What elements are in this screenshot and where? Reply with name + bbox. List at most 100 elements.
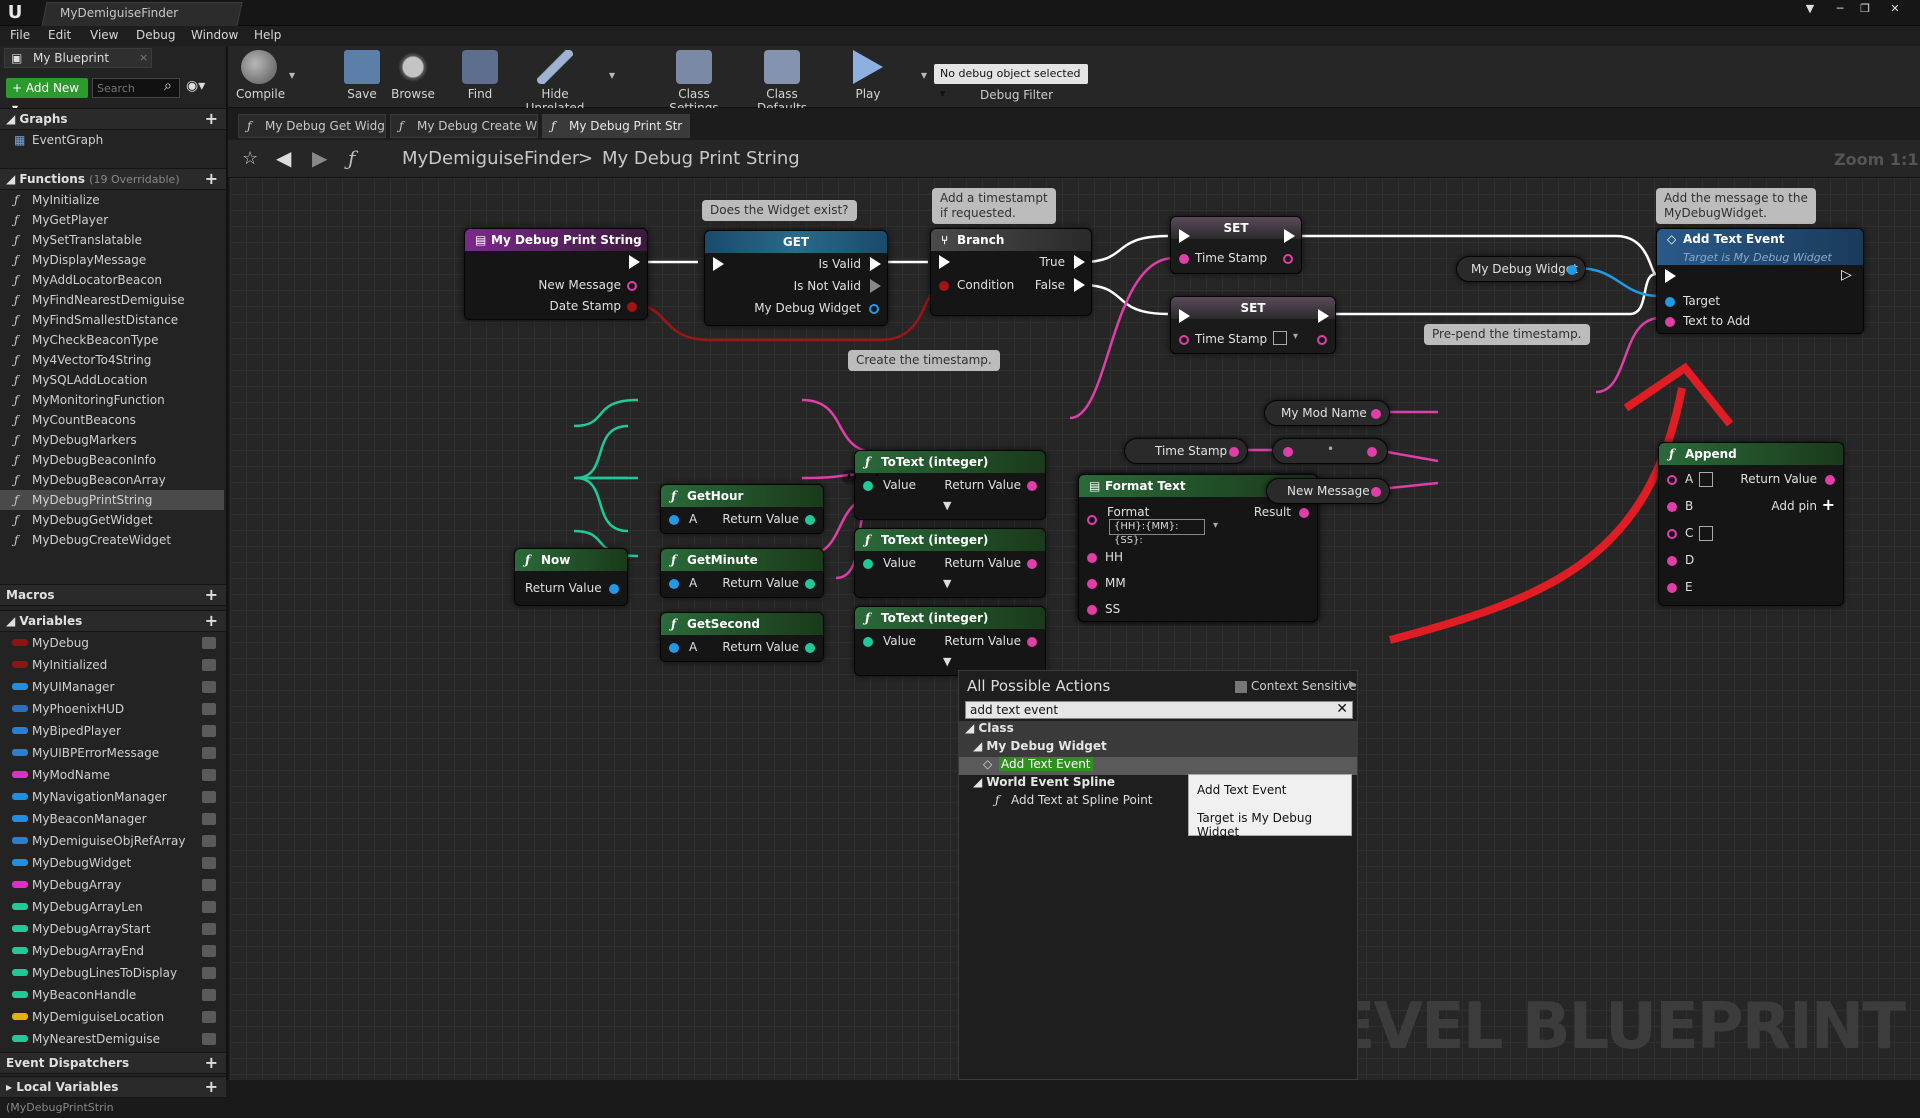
- a-in-pin[interactable]: [669, 515, 679, 525]
- a-value-box[interactable]: [1699, 472, 1713, 487]
- all-possible-actions-menu[interactable]: All Possible Actions Context Sensitive ▶…: [958, 670, 1358, 1080]
- menu-window[interactable]: Window: [191, 28, 239, 42]
- visibility-eye-icon[interactable]: [202, 1033, 216, 1045]
- get-node[interactable]: GET Is Valid Is Not Valid My Debug Widge…: [704, 230, 888, 326]
- set-time-stamp-empty-node[interactable]: SET Time Stamp ▾: [1170, 296, 1336, 354]
- visibility-eye-icon[interactable]: [202, 857, 216, 869]
- time-stamp-in-pin[interactable]: [1179, 335, 1189, 345]
- add-local-variable-icon[interactable]: +: [204, 1077, 218, 1096]
- search-icon[interactable]: ⌕: [164, 78, 172, 94]
- graphs-header[interactable]: ◢ Graphs+: [0, 108, 226, 130]
- comment-add-message[interactable]: Add the message to the MyDebugWidget.: [1656, 188, 1816, 224]
- visibility-eye-icon[interactable]: [202, 681, 216, 693]
- variable-item[interactable]: MyNavigationManager: [0, 786, 224, 808]
- functions-header[interactable]: ◢ Functions (19 Overridable)+: [0, 168, 226, 190]
- add-pin-icon[interactable]: +: [1821, 495, 1835, 514]
- a-in-pin[interactable]: [669, 579, 679, 589]
- category-world-event-spline[interactable]: ◢ World Event Spline: [973, 775, 1116, 789]
- macros-header[interactable]: Macros+: [0, 584, 226, 606]
- visibility-eye-icon[interactable]: [202, 967, 216, 979]
- reroute-out-pin[interactable]: [1367, 447, 1377, 457]
- variable-item[interactable]: MyDebugLinesToDisplay: [0, 962, 224, 984]
- datetime-out-pin[interactable]: [609, 584, 619, 594]
- variable-item[interactable]: MyDebug: [0, 632, 224, 654]
- text-to-add-pin[interactable]: [1665, 317, 1675, 327]
- result-out-pin[interactable]: [1299, 508, 1309, 518]
- class-settings-button[interactable]: Class Settings: [652, 50, 736, 115]
- expand-arrow-icon[interactable]: ▼: [943, 655, 952, 668]
- comment-prepend[interactable]: Pre-pend the timestamp.: [1424, 324, 1590, 345]
- visibility-eye-icon[interactable]: [202, 901, 216, 913]
- value-in-pin[interactable]: [863, 559, 873, 569]
- visibility-eye-icon[interactable]: [202, 791, 216, 803]
- branch-node[interactable]: ⑂Branch Condition True False: [930, 228, 1092, 316]
- variable-item[interactable]: MyDebugArrayStart: [0, 918, 224, 940]
- variable-item[interactable]: MyInitialized: [0, 654, 224, 676]
- add-macro-icon[interactable]: +: [204, 585, 218, 604]
- visibility-eye-icon[interactable]: [202, 769, 216, 781]
- exec-in-pin[interactable]: [713, 257, 724, 271]
- menu-debug[interactable]: Debug: [136, 28, 176, 42]
- forward-arrow-icon[interactable]: ▶: [312, 146, 328, 170]
- expand-arrow-icon[interactable]: ▼: [943, 577, 952, 590]
- favorite-star-icon[interactable]: ☆: [242, 148, 259, 169]
- mm-in-pin[interactable]: [1087, 579, 1097, 589]
- ss-in-pin[interactable]: [1087, 605, 1097, 615]
- expand-arrow-icon[interactable]: ▼: [943, 499, 952, 512]
- local-variables-header[interactable]: ▸ Local Variables (MyDebugPrintStrin+: [0, 1076, 226, 1114]
- compile-button[interactable]: Compile: [236, 50, 285, 106]
- new-message-pin[interactable]: [627, 281, 637, 291]
- actions-search-input[interactable]: add text event ✕: [965, 701, 1353, 719]
- hide-unrelated-dropdown[interactable]: ▾: [608, 68, 616, 82]
- int-out-pin[interactable]: [805, 643, 815, 653]
- date-stamp-pin[interactable]: [627, 302, 637, 312]
- visibility-eye-icon[interactable]: [202, 747, 216, 759]
- time-stamp-out-pin[interactable]: [1317, 335, 1327, 345]
- visibility-eye-icon[interactable]: [202, 879, 216, 891]
- visibility-eye-icon[interactable]: [202, 703, 216, 715]
- minimize-button[interactable]: ─: [1836, 2, 1844, 15]
- add-variable-icon[interactable]: +: [204, 611, 218, 630]
- search-input[interactable]: [92, 78, 180, 98]
- time-stamp-in-pin[interactable]: [1179, 254, 1189, 264]
- exec-in-pin[interactable]: [1179, 229, 1190, 243]
- menu-edit[interactable]: Edit: [48, 28, 72, 42]
- comment-timestamp-request[interactable]: Add a timestampt if requested.: [932, 188, 1056, 224]
- compile-options-dropdown[interactable]: ▾: [288, 68, 296, 82]
- action-add-text-at-spline-point[interactable]: Add Text at Spline Point: [1011, 793, 1153, 807]
- exec-out-pin[interactable]: [629, 255, 640, 269]
- graph-item-eventgraph[interactable]: ▦EventGraph: [0, 130, 224, 150]
- variable-item[interactable]: MyDebugArrayLen: [0, 896, 224, 918]
- breadcrumb-root[interactable]: MyDemiguiseFinder: [402, 148, 580, 169]
- widget-out-pin[interactable]: [1567, 265, 1577, 275]
- hh-in-pin[interactable]: [1087, 553, 1097, 563]
- time-stamp-value-box[interactable]: [1273, 331, 1287, 345]
- close-tab-icon[interactable]: ×: [139, 51, 149, 64]
- value-in-pin[interactable]: [863, 481, 873, 491]
- condition-pin[interactable]: [939, 281, 949, 291]
- new-message-getter[interactable]: New Message: [1266, 478, 1390, 504]
- find-button[interactable]: Find: [458, 50, 502, 106]
- b-in-pin[interactable]: [1667, 502, 1677, 512]
- class-defaults-button[interactable]: Class Defaults: [740, 50, 824, 115]
- is-not-valid-pin[interactable]: [870, 279, 881, 293]
- c-value-box[interactable]: [1699, 526, 1713, 541]
- visibility-eye-icon[interactable]: [202, 725, 216, 737]
- save-button[interactable]: Save: [340, 50, 384, 106]
